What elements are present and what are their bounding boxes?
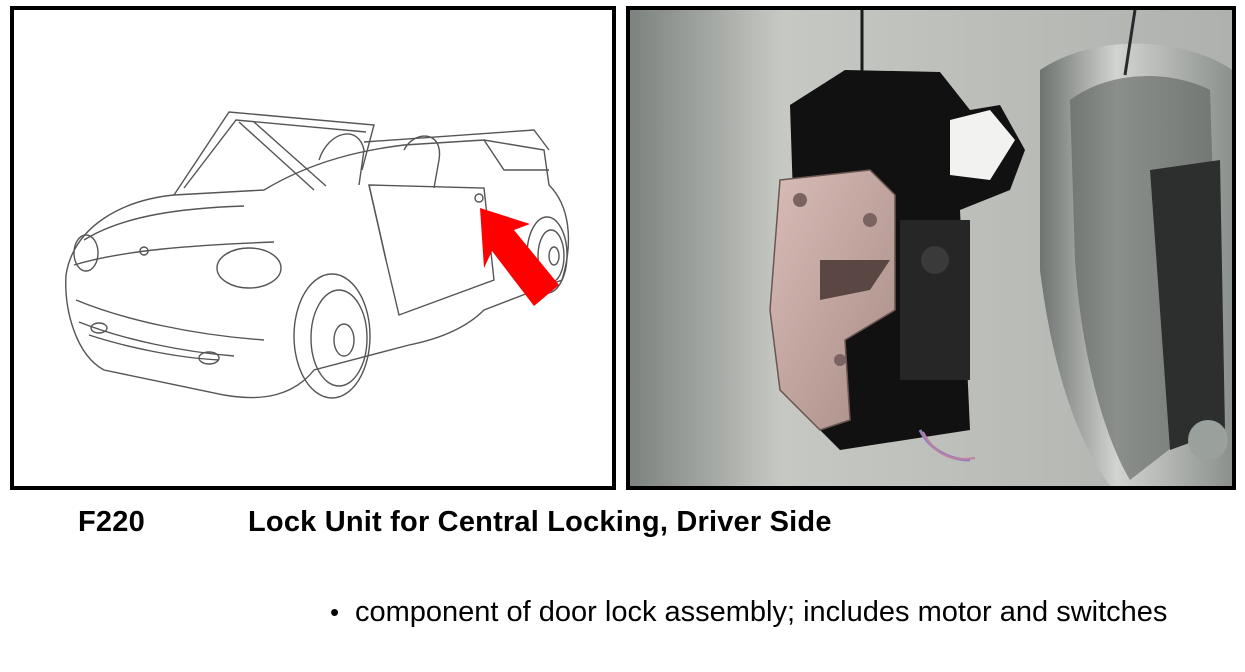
lock-unit-photo-panel: [626, 6, 1236, 490]
convertible-car-drawing: [65, 111, 570, 399]
bullet-icon: •: [330, 597, 340, 627]
car-illustration-panel: [10, 6, 616, 490]
latch-plate: [769, 169, 896, 431]
description-item: component of door lock assembly; include…: [355, 596, 1168, 628]
red-pointer-arrow: [480, 208, 559, 306]
component-code: F220: [78, 506, 145, 538]
lock-unit-photo: [630, 10, 1232, 486]
component-title: Lock Unit for Central Locking, Driver Si…: [248, 506, 832, 538]
